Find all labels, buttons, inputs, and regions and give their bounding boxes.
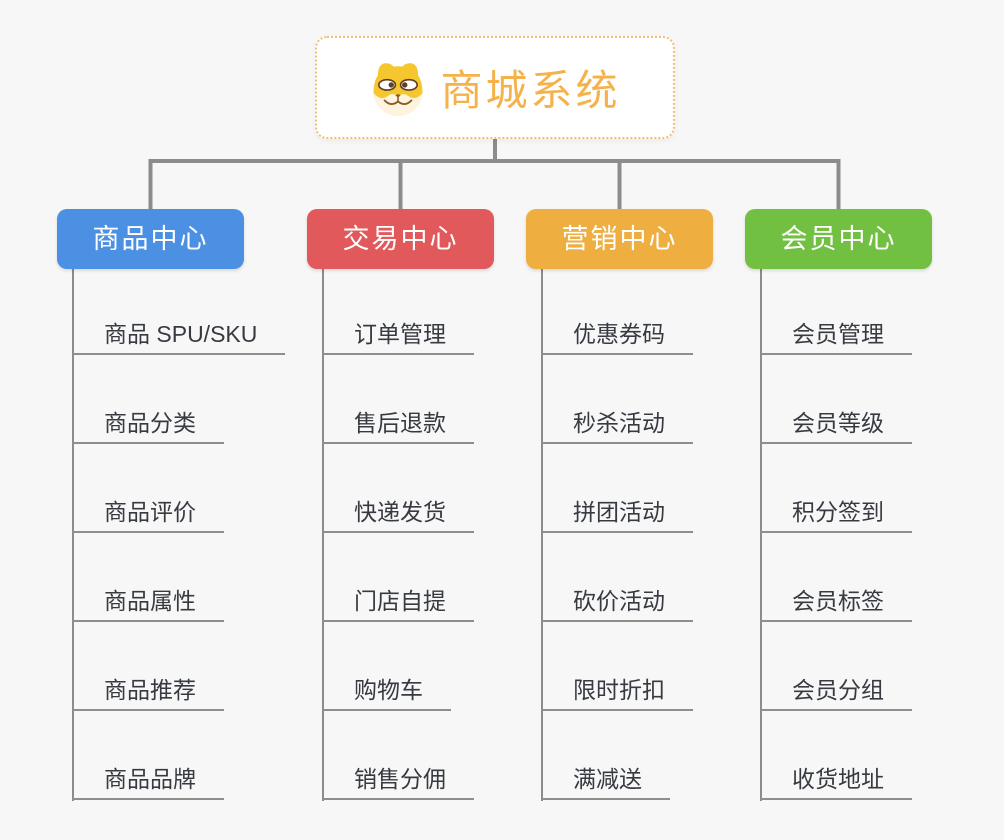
branch-node-marketing-center[interactable]: 营销中心 xyxy=(526,209,713,269)
leaf-node[interactable]: 订单管理 xyxy=(322,321,474,355)
tree-connector xyxy=(148,139,841,210)
leaf-node[interactable]: 商品品牌 xyxy=(72,766,224,800)
leaf-node[interactable]: 会员管理 xyxy=(760,321,912,355)
leaf-node[interactable]: 购物车 xyxy=(322,677,451,711)
leaf-node[interactable]: 拼团活动 xyxy=(541,499,693,533)
leaf-node[interactable]: 会员标签 xyxy=(760,588,912,622)
branch-node-trade-center[interactable]: 交易中心 xyxy=(307,209,494,269)
leaf-node[interactable]: 会员分组 xyxy=(760,677,912,711)
branch-node-member-center[interactable]: 会员中心 xyxy=(745,209,932,269)
leaf-node[interactable]: 销售分佣 xyxy=(322,766,474,800)
leaf-node[interactable]: 收货地址 xyxy=(760,766,912,800)
leaf-node[interactable]: 会员等级 xyxy=(760,410,912,444)
root-title: 商城系统 xyxy=(440,67,621,114)
leaf-node[interactable]: 快递发货 xyxy=(322,499,474,533)
leaf-node[interactable]: 商品 SPU/SKU xyxy=(72,321,286,355)
leaf-node[interactable]: 商品属性 xyxy=(72,588,224,622)
leaf-node[interactable]: 商品推荐 xyxy=(72,677,224,711)
branch-node-product-center[interactable]: 商品中心 xyxy=(57,209,244,269)
leaf-node[interactable]: 商品评价 xyxy=(72,499,224,533)
leaf-node[interactable]: 优惠券码 xyxy=(541,321,693,355)
branch-spine xyxy=(72,269,762,801)
leaf-node[interactable]: 门店自提 xyxy=(322,588,474,622)
leaf-node[interactable]: 售后退款 xyxy=(322,410,474,444)
leaf-node[interactable]: 积分签到 xyxy=(760,499,912,533)
shiba-dog-icon xyxy=(373,62,424,116)
leaf-node[interactable]: 限时折扣 xyxy=(541,677,693,711)
leaf-node[interactable]: 砍价活动 xyxy=(541,588,693,622)
leaf-node[interactable]: 满减送 xyxy=(541,766,670,800)
leaf-node[interactable]: 秒杀活动 xyxy=(541,410,693,444)
leaf-node[interactable]: 商品分类 xyxy=(72,410,224,444)
root-node[interactable]: 商城系统 xyxy=(315,36,675,139)
